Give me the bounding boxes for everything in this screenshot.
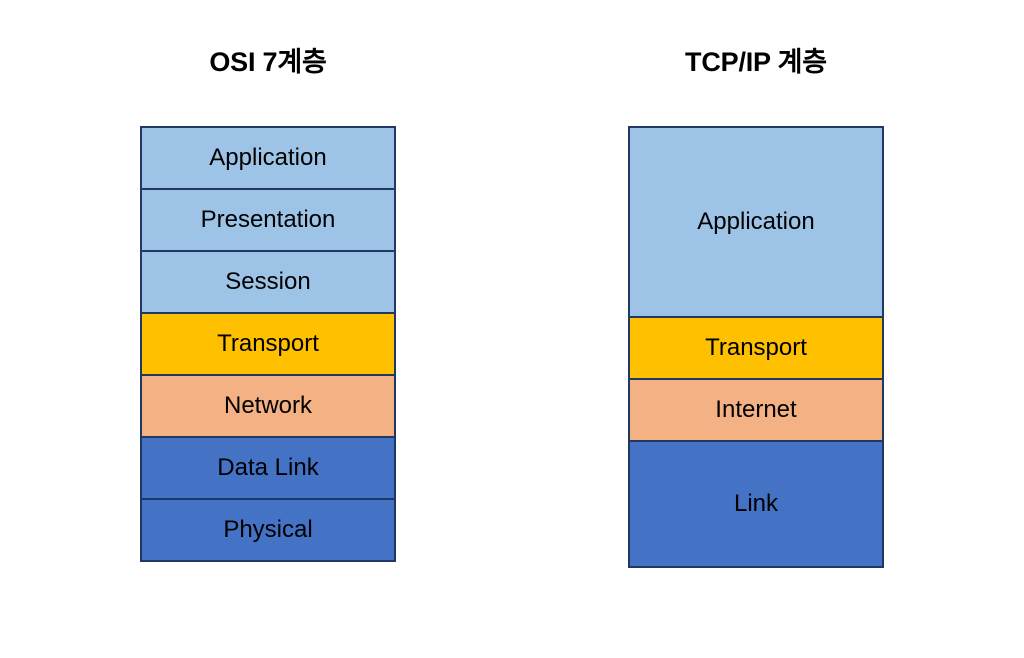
osi-layer-presentation-label: Presentation — [200, 206, 336, 233]
osi-layer-session-label: Session — [225, 268, 311, 295]
tcpip-layer-application: Application — [628, 126, 884, 318]
osi-layer-presentation: Presentation — [140, 188, 396, 252]
osi-layer-network: Network — [140, 374, 396, 438]
tcpip-layer-transport-label: Transport — [705, 334, 807, 361]
osi-layer-application-label: Application — [209, 144, 327, 171]
osi-layer-physical: Physical — [140, 498, 396, 562]
osi-layer-data-link-label: Data Link — [217, 454, 319, 481]
tcpip-layer-transport: Transport — [628, 316, 884, 380]
tcpip-layer-internet: Internet — [628, 378, 884, 442]
tcpip-layer-link-label: Link — [733, 490, 779, 517]
osi-layer-physical-label: Physical — [223, 516, 313, 543]
osi-layer-data-link: Data Link — [140, 436, 396, 500]
osi-column: OSI 7계층 Application Presentation Session… — [140, 0, 396, 658]
tcpip-layer-internet-label: Internet — [715, 396, 797, 423]
tcpip-column-title: TCP/IP 계층 — [685, 47, 827, 77]
osi-layer-stack: Application Presentation Session Transpo… — [140, 126, 396, 574]
tcpip-layer-stack: Application Transport Internet Link — [628, 126, 884, 574]
osi-layer-session: Session — [140, 250, 396, 314]
tcpip-column: TCP/IP 계층 Application Transport Internet… — [628, 0, 884, 658]
osi-layer-transport-label: Transport — [217, 330, 319, 357]
osi-layer-application: Application — [140, 126, 396, 190]
osi-column-title: OSI 7계층 — [209, 47, 327, 77]
tcpip-layer-link: Link — [628, 440, 884, 568]
osi-layer-transport: Transport — [140, 312, 396, 376]
tcpip-layer-application-label: Application — [697, 208, 815, 235]
osi-layer-network-label: Network — [223, 392, 313, 419]
